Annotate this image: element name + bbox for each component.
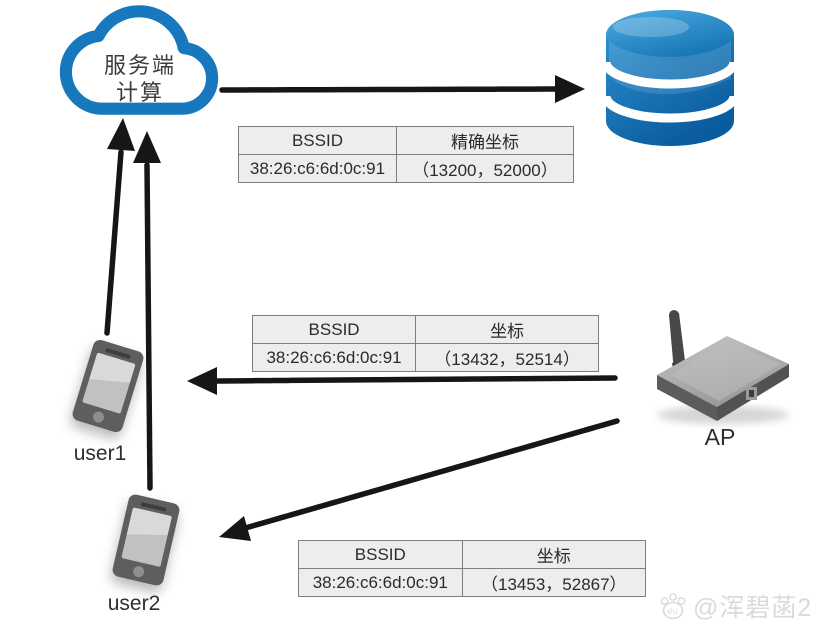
table-ap-to-user1: BSSID 坐标 38:26:c6:6d:0c:91 （13432，52514） [251, 315, 599, 372]
watermark: du @浑碧菡2 [658, 588, 828, 624]
user2-label: user2 [107, 592, 161, 615]
access-point-icon [657, 310, 789, 424]
cloud-label-line2: 计算 [115, 80, 164, 105]
table-server-coordinates: BSSID 精确坐标 38:26:c6:6d:0c:91 （13200，5200… [238, 126, 575, 183]
table-cell-coordinate: （13200，52000） [395, 154, 575, 183]
watermark-text: @浑碧菡2 [693, 594, 813, 622]
table-ap-to-user2: BSSID 坐标 38:26:c6:6d:0c:91 （13453，52867） [298, 540, 647, 597]
table-cell-coordinate: （13453，52867） [461, 568, 647, 597]
cloud-label-line1: 服务端 [103, 53, 176, 78]
smartphone-icon-user1 [70, 338, 146, 434]
cloud-label: 服务端 计算 [75, 52, 205, 106]
arrow-ap-to-user2 [219, 418, 620, 541]
database-icon [603, 10, 737, 146]
table-cell-bssid: 38:26:c6:6d:0c:91 [238, 154, 397, 183]
arrow-user1-to-cloud [104, 118, 135, 336]
table-cell-bssid: 38:26:c6:6d:0c:91 [251, 343, 417, 372]
phone-home-button [91, 410, 106, 424]
cloud-icon [59, 5, 219, 115]
table-header-bssid: BSSID [251, 315, 417, 344]
user1-label: user1 [73, 442, 127, 465]
phone-screen [121, 507, 173, 567]
smartphone-icon-user2 [111, 493, 181, 587]
ap-label: AP [704, 424, 736, 450]
arrow-user2-to-cloud [133, 131, 161, 491]
phone-home-button [132, 565, 146, 579]
baidu-paw-du-text: du [668, 607, 679, 616]
baidu-paw-icon: du [660, 593, 686, 620]
table-header-coordinate: 坐标 [415, 315, 599, 344]
arrow-cloud-to-database [219, 75, 585, 103]
table-header-bssid: BSSID [238, 126, 397, 155]
table-header-precise-coordinate: 精确坐标 [395, 126, 575, 155]
table-header-coordinate: 坐标 [461, 540, 647, 569]
table-cell-bssid: 38:26:c6:6d:0c:91 [298, 568, 463, 597]
phone-screen [82, 352, 136, 414]
table-cell-coordinate: （13432，52514） [415, 343, 599, 372]
table-header-bssid: BSSID [298, 540, 463, 569]
